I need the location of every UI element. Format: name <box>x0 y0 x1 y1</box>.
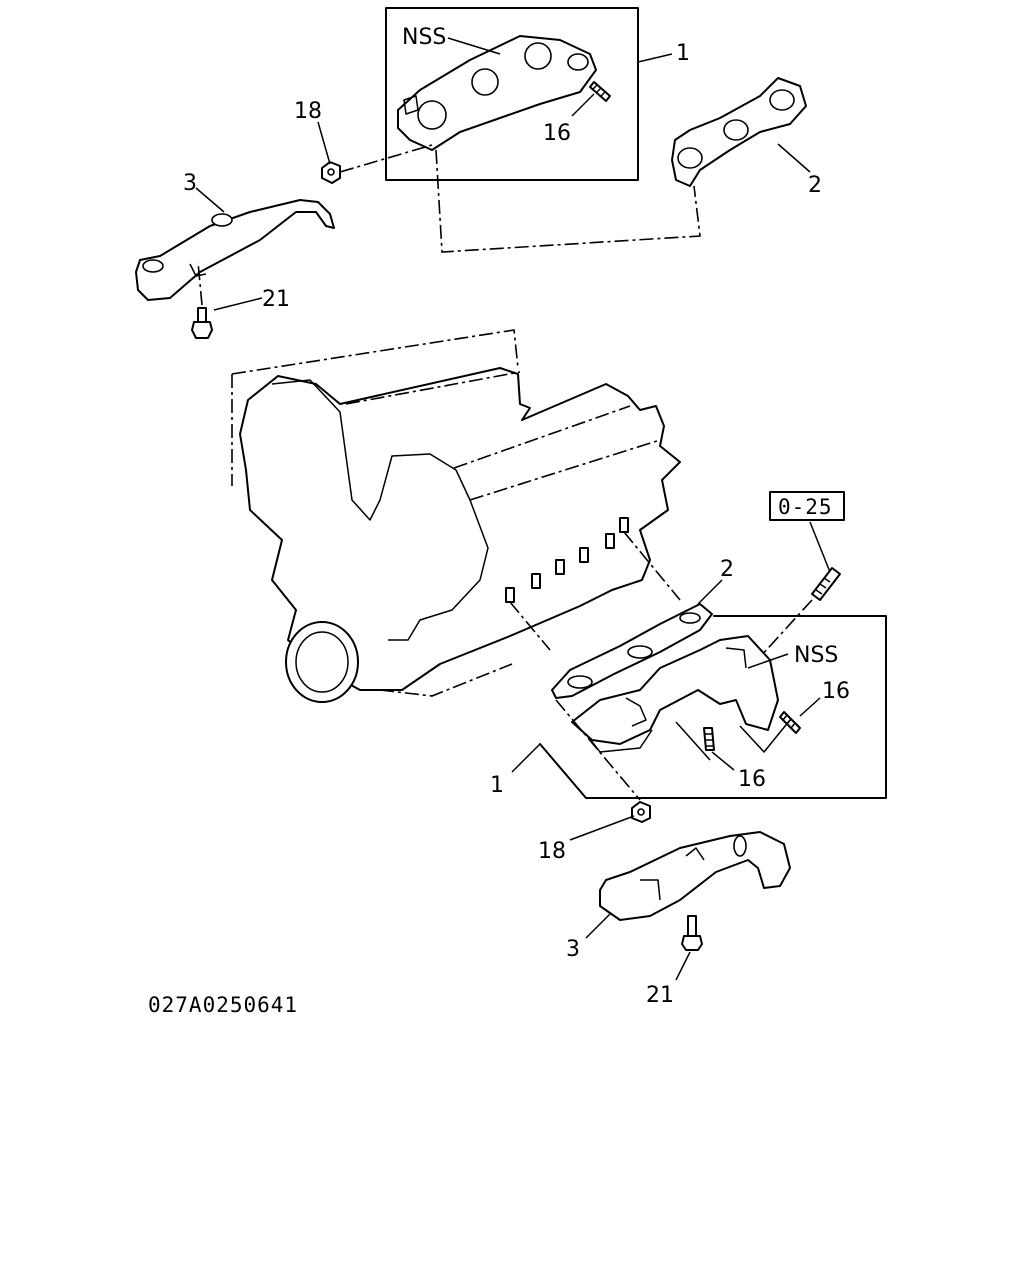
block-studs <box>505 517 629 603</box>
lower-bolt-number: 21 <box>646 983 674 1008</box>
upper-exhaust-manifold <box>397 35 597 151</box>
lower-stud-16-bottom <box>703 727 715 751</box>
lower-bolt-21 <box>681 915 703 951</box>
reference-box-label: 0-25 <box>778 495 833 519</box>
lower-manifold-group-box <box>539 615 887 799</box>
lower-exhaust-manifold <box>571 635 779 753</box>
reference-box-0-25: 0-25 <box>769 491 845 521</box>
lower-stud-16-right <box>779 711 801 734</box>
upper-manifold-number: 1 <box>676 41 690 66</box>
reference-stud <box>811 567 841 601</box>
lower-heat-shield-3 <box>599 831 791 921</box>
lower-manifold-number: 1 <box>490 773 504 798</box>
crank-pulley <box>285 621 359 703</box>
upper-heat-shield-3 <box>135 199 335 301</box>
upper-heat-shield-number: 3 <box>183 171 197 196</box>
upper-assembly: NSS 1 16 18 2 3 21 <box>135 7 822 339</box>
lower-nut-number: 18 <box>538 839 566 864</box>
upper-bolt-21 <box>191 307 213 339</box>
upper-manifold-nss-label: NSS <box>402 25 446 50</box>
drawing-number: 027A0250641 <box>148 993 298 1017</box>
upper-gasket-2 <box>671 77 807 187</box>
lower-nut-18 <box>631 801 651 823</box>
upper-nut-18 <box>321 161 341 184</box>
upper-gasket-number: 2 <box>808 173 822 198</box>
upper-nut-number: 18 <box>294 99 322 124</box>
lower-stud-right-number: 16 <box>822 679 850 704</box>
lower-heat-shield-number: 3 <box>566 937 580 962</box>
lower-gasket-number: 2 <box>720 557 734 582</box>
upper-stud-16 <box>589 81 611 102</box>
lower-stud-bottom-number: 16 <box>738 767 766 792</box>
upper-stud-number: 16 <box>543 121 571 146</box>
lower-assembly: 2 NSS 16 16 1 18 3 21 <box>490 557 887 1008</box>
upper-bolt-number: 21 <box>262 287 290 312</box>
lower-manifold-nss-label: NSS <box>794 643 838 668</box>
lower-gasket-2 <box>551 603 713 699</box>
engine-block <box>231 329 681 703</box>
upper-manifold-group-box <box>385 7 639 181</box>
